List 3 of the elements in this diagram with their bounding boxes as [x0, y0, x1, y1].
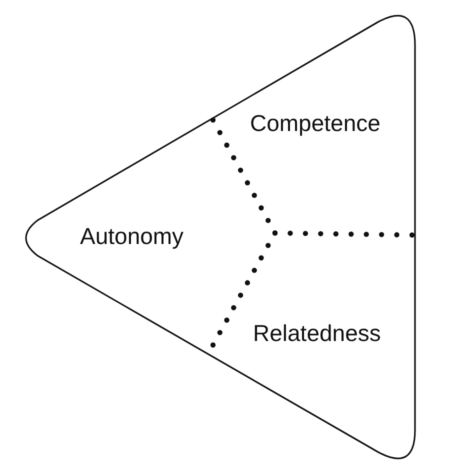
region-label: Competence — [250, 110, 380, 137]
region-label: Relatedness — [253, 320, 381, 347]
region-label: Autonomy — [80, 223, 184, 250]
